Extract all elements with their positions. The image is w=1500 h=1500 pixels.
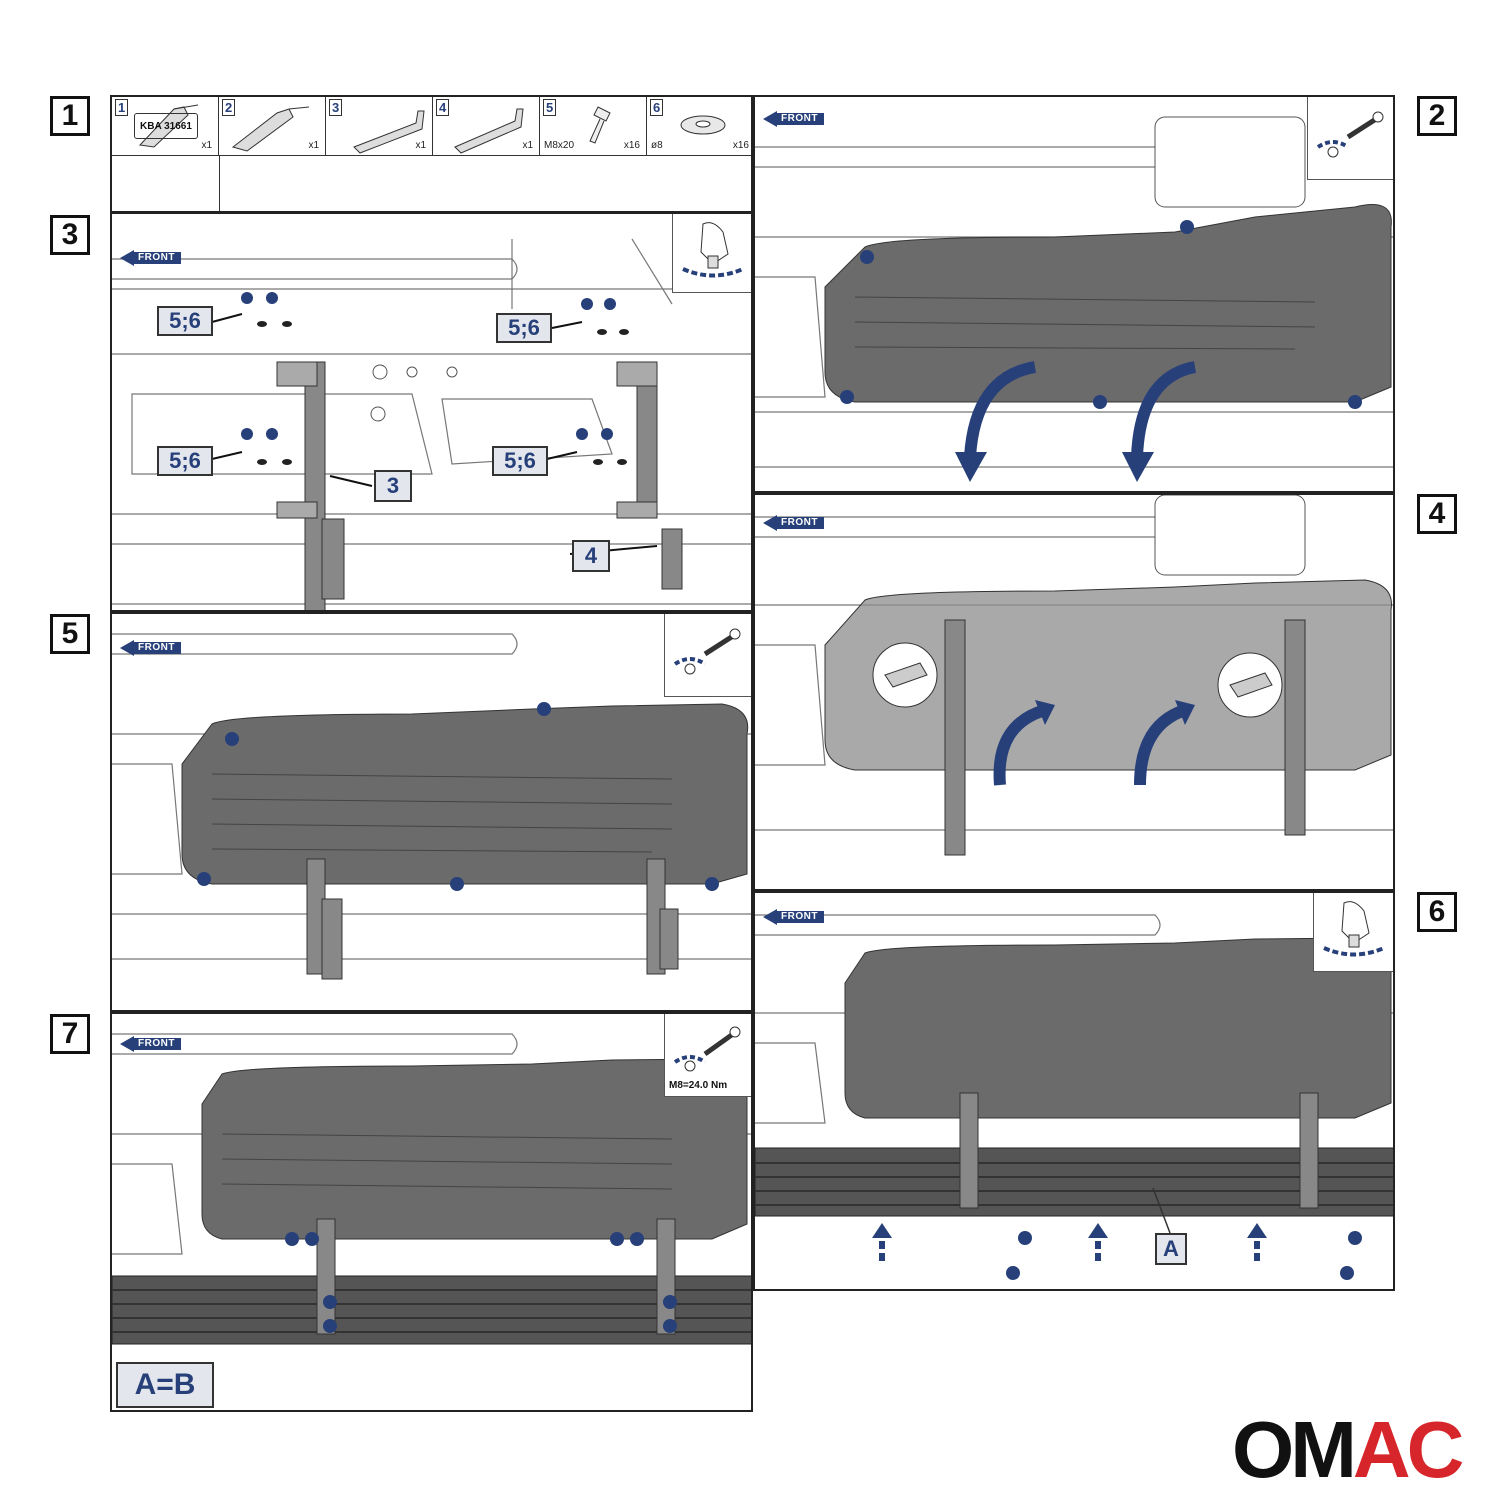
part-number: 5 — [543, 99, 557, 116]
step-4-panel: FRONT — [753, 493, 1395, 891]
callout-bracket-3: 3 — [374, 470, 412, 502]
step-2-panel: FRONT — [753, 95, 1395, 493]
ratchet-icon — [1316, 111, 1384, 158]
step-5-panel: FRONT — [110, 612, 753, 1012]
torque-tool-box: M8=24.0 Nm — [664, 1014, 751, 1097]
step-7-panel: FRONT M8=24.0 Nm A=B — [110, 1012, 753, 1412]
washer-icon — [680, 115, 726, 135]
front-direction-arrow: FRONT — [120, 250, 181, 266]
callout-bolt-washer: 5;6 — [496, 313, 552, 343]
callout-bolt-washer: 5;6 — [157, 446, 213, 476]
torque-wrench-icon — [673, 1026, 741, 1072]
part-number: 3 — [329, 99, 343, 116]
step-number-7: 7 — [50, 1014, 90, 1054]
front-direction-arrow: FRONT — [763, 909, 824, 925]
parts-list-panel: 1 x1 2 x1 3 x1 4 x1 5 M8x20 x16 6 ø8 x16… — [110, 95, 753, 213]
part-number: 6 — [650, 99, 664, 116]
part-number: 2 — [222, 99, 236, 116]
part-qty: x1 — [201, 140, 212, 151]
hand-tighten-icon — [1323, 901, 1385, 957]
part-qty: x16 — [732, 140, 749, 151]
part-qty: x1 — [415, 140, 426, 151]
ratchet-icon — [673, 628, 741, 675]
bolt-icon — [589, 106, 611, 144]
part-qty: x1 — [522, 140, 533, 151]
kba-approval-label: KBA 31661 — [134, 113, 198, 139]
step-3-panel: FRONT 5;6 5;6 5;6 5;6 3 4 — [110, 212, 753, 612]
part-qty: x1 — [308, 140, 319, 151]
part-spec: ø8 — [651, 140, 663, 151]
step-6-panel: FRONT A — [753, 891, 1395, 1291]
bracket-4-icon — [454, 108, 524, 154]
part-spec: M8x20 — [544, 140, 575, 151]
part-1: 1 x1 — [112, 97, 219, 155]
callout-bolt-washer: 5;6 — [492, 446, 548, 476]
hand-tighten-icon — [682, 222, 744, 278]
callout-equal-measurement: A=B — [116, 1362, 214, 1408]
part-2: 2 x1 — [219, 97, 326, 155]
front-direction-arrow: FRONT — [120, 640, 181, 656]
step-number-6: 6 — [1417, 892, 1457, 932]
vehicle-underbody-drawing — [112, 238, 751, 610]
tool-box — [664, 614, 751, 697]
front-direction-arrow: FRONT — [763, 111, 824, 127]
tool-box — [1307, 97, 1393, 180]
part-5: 5 M8x20 x16 — [540, 97, 647, 155]
running-board-install-drawing — [755, 914, 1393, 1280]
bracket-3-icon — [353, 110, 425, 154]
part-number: 1 — [115, 99, 129, 116]
torque-spec: M8=24.0 Nm — [669, 1080, 728, 1091]
callout-bolt-washer: 5;6 — [157, 306, 213, 336]
step-number-2: 2 — [1417, 96, 1457, 136]
step-number-3: 3 — [50, 215, 90, 255]
part-qty: x16 — [623, 140, 640, 151]
part-4: 4 x1 — [433, 97, 540, 155]
step-number-1: 1 — [50, 96, 90, 136]
step-number-5: 5 — [50, 614, 90, 654]
front-direction-arrow: FRONT — [120, 1036, 181, 1052]
hand-tool-box — [1313, 893, 1393, 972]
shield-refit-drawing — [112, 633, 751, 980]
step-number-4: 4 — [1417, 494, 1457, 534]
part-3: 3 x1 — [326, 97, 433, 155]
callout-point-a: A — [1155, 1233, 1187, 1265]
bracket-2-icon — [231, 106, 310, 152]
bracket-1-icon — [138, 104, 199, 148]
part-6: 6 ø8 x16 — [647, 97, 751, 155]
running-board-final-drawing — [112, 1033, 751, 1345]
front-direction-arrow: FRONT — [763, 515, 824, 531]
shield-cut-drawing — [755, 495, 1393, 856]
shield-removal-drawing — [755, 116, 1393, 482]
part-number: 4 — [436, 99, 450, 116]
callout-bracket-4: 4 — [572, 540, 610, 572]
hand-tool-box — [672, 214, 751, 293]
